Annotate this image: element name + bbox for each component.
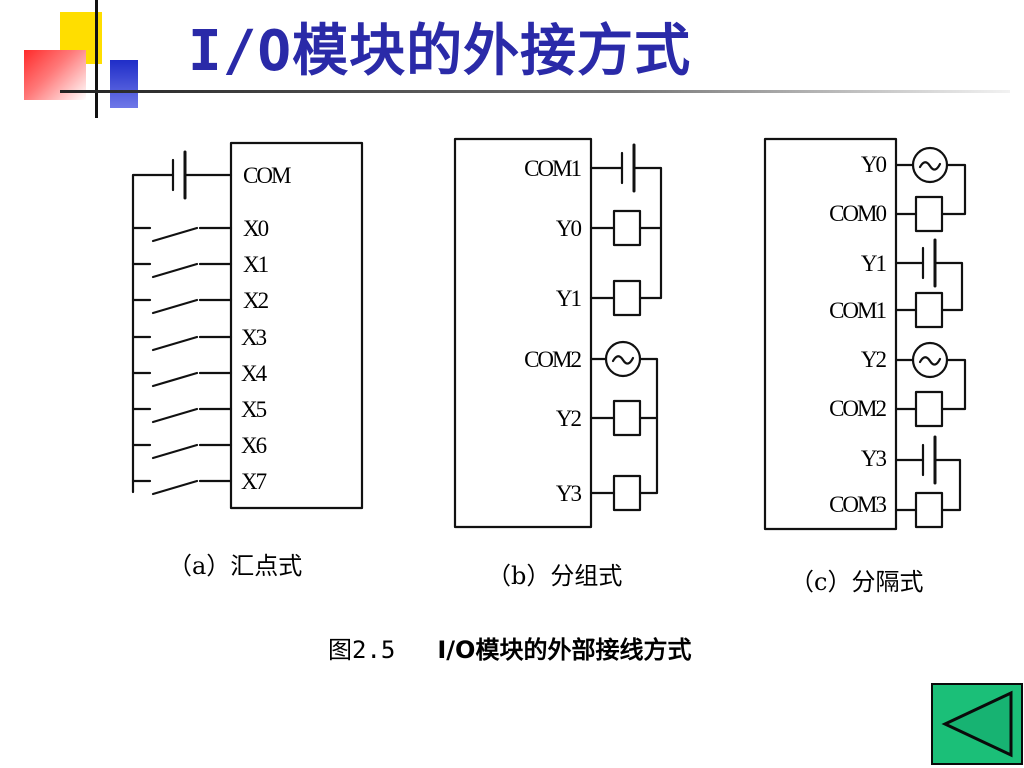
channel-3-wire [894,458,962,512]
ac-source-icon [604,340,642,378]
terminal-label: Y3 [556,481,582,506]
caption-b: （b）分组式 [487,562,623,590]
relay-load-icon [914,195,944,233]
module-box-c [763,137,898,531]
title-underline [60,90,1010,93]
terminal-label: X1 [243,252,269,277]
terminal-label: Y0 [861,152,887,177]
terminal-label: COM3 [829,492,886,517]
terminal-label: COM0 [829,201,886,226]
title-decoration-blue [110,60,138,108]
terminal-label: COM2 [829,396,886,421]
terminal-label: X4 [241,361,268,386]
ac-source-icon [911,146,949,184]
terminal-label: Y3 [861,446,887,471]
terminal-label: COM1 [829,298,886,323]
terminal-label: COM1 [524,156,581,181]
ac-source-icon-wave [611,355,635,365]
com-wire-a [131,173,233,494]
relay-load-icon [914,491,944,529]
back-button[interactable] [931,683,1023,765]
slide-title-cjk: 模块的外接方式 [292,19,692,84]
terminal-label: COM [243,163,291,188]
channel-1-wire [894,261,964,312]
input-switch-x4 [131,371,233,388]
input-switch-x6 [131,443,233,460]
group2-wire [589,357,659,495]
relay-load-icon [612,474,642,512]
slide-title: I/O模块的外接方式 [188,6,691,87]
terminal-label: X7 [241,469,267,494]
ac-source-icon [911,341,949,379]
diagram-a: COM X0 X1 X2 X3 X4 X5 X6 X7 [131,141,364,510]
slide-title-latin: I/O [188,19,293,84]
module-box-b [453,137,593,529]
terminal-label: COM2 [524,347,581,372]
terminal-label: Y2 [556,406,582,431]
input-switch-x7 [131,479,233,496]
terminal-label: Y1 [861,251,887,276]
figure-caption: 图2.5 I/O模块的外部接线方式 [328,630,691,665]
input-switch-x1 [131,262,233,279]
input-switch-x3 [131,335,233,352]
caption-c: （c）分隔式 [790,568,924,596]
relay-load-icon [914,390,944,428]
ac-source-icon-wave [918,356,942,366]
caption-a: （a）汇点式 [168,552,303,580]
terminal-label: Y0 [556,216,582,241]
terminal-label: X6 [241,433,267,458]
relay-load-icon [612,279,642,317]
relay-load-icon [612,399,642,437]
input-switch-x2 [131,298,233,315]
title-decoration-vertical-line [95,0,98,118]
relay-load-icon [612,209,642,247]
diagram-c: Y0 COM0 Y1 COM1 Y2 COM2 Y3 COM3 [763,137,967,531]
module-box-a [229,141,364,510]
terminal-label: X5 [241,397,267,422]
terminal-label: Y2 [861,347,887,372]
ac-source-icon-wave [918,161,942,171]
figure-number: 图2.5 [328,636,396,664]
relay-load-icon [914,291,944,329]
input-switch-x0 [131,226,233,243]
terminal-label: X3 [241,325,267,350]
group1-wire [589,166,663,300]
channel-2-wire [894,358,967,411]
terminal-label: Y1 [556,286,582,311]
terminal-label: X0 [243,216,269,241]
triangle-left-icon [941,690,1013,758]
channel-0-wire [894,163,967,216]
figure-title: I/O模块的外部接线方式 [437,636,692,664]
terminal-label: X2 [243,288,269,313]
input-switch-x5 [131,407,233,424]
diagram-b: COM1 Y0 Y1 COM2 Y2 Y3 [453,137,663,529]
